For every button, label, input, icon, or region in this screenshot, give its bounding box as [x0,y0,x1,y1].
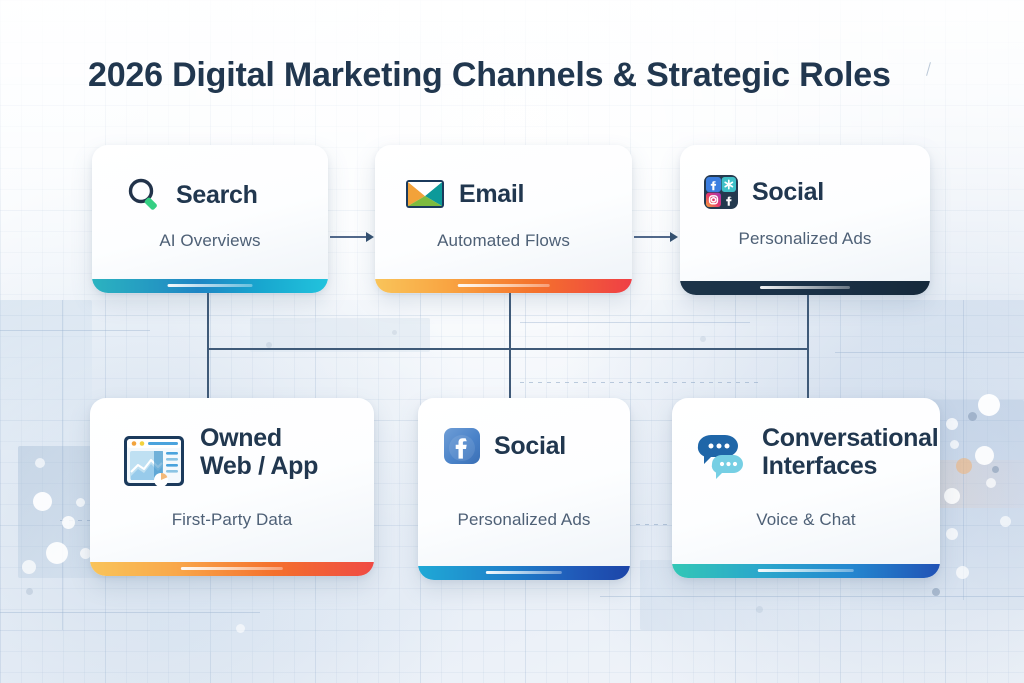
bokeh-dot [946,528,958,540]
card-social-grid-title: Social [752,178,824,206]
card-conversational-interfaces-header: Conversational Interfaces [692,424,939,484]
bokeh-dot [266,342,272,348]
card-search-accent-bar [92,279,328,293]
card-social-grid[interactable]: Social Personalized Ads [680,145,930,295]
card-social-grid-header: Social [702,173,824,211]
bokeh-dot [992,466,999,473]
bokeh-dot [978,394,1000,416]
background-panel [150,600,450,652]
bokeh-dot [946,418,958,430]
bokeh-dot [700,336,706,342]
card-conversational-interfaces-title: Conversational Interfaces [762,424,939,480]
email-to-social-connector [634,236,674,238]
card-search[interactable]: Search AI Overviews [92,145,328,293]
envelope-icon [403,175,447,213]
card-social-facebook-subtitle: Personalized Ads [457,510,591,529]
card-social-grid-accent-bar [680,281,930,295]
browser-dashboard-icon [120,430,188,492]
social-apps-grid-icon [702,173,740,211]
card-conversational-interfaces-body: Conversational Interfaces Voice & Chat [672,398,940,564]
bokeh-dot [35,458,45,468]
tree-horizontal-rail [207,348,809,350]
background-hairline [62,300,63,630]
bokeh-dot [944,488,960,504]
card-conversational-interfaces-title-line1: Conversational [762,424,939,452]
card-email-body: Email Automated Flows [375,145,632,279]
tree-drop-email [509,292,511,350]
facebook-icon [442,426,482,466]
card-owned-web-app[interactable]: Owned Web / App First-Party Data [90,398,374,576]
card-owned-web-app-title-line1: Owned [200,424,282,452]
bokeh-dot [80,548,91,559]
card-owned-web-app-accent-bar [90,562,374,576]
magnifying-glass-icon [124,175,164,215]
card-conversational-interfaces[interactable]: Conversational Interfaces Voice & Chat [672,398,940,578]
card-email-accent-bar [375,279,632,293]
card-social-facebook-accent-bar [418,566,630,580]
card-social-facebook[interactable]: Social Personalized Ads [418,398,630,580]
bokeh-dot [22,560,36,574]
card-social-facebook-title: Social [494,432,566,460]
bokeh-dot [975,446,994,465]
bokeh-dot [968,412,977,421]
background-hairline [600,596,1024,597]
background-hairline [520,322,750,323]
chat-bubbles-icon [692,428,750,484]
tree-drop-search [207,292,209,350]
card-owned-web-app-title-line2: Web / App [200,452,319,480]
card-conversational-interfaces-accent-bar [672,564,940,578]
search-to-email-arrowhead [366,232,374,242]
bokeh-dot [986,478,996,488]
background-hairline [835,352,1024,353]
card-social-grid-body: Social Personalized Ads [680,145,930,281]
card-owned-web-app-title: Owned Web / App [200,424,318,480]
card-owned-web-app-header: Owned Web / App [120,424,318,492]
bokeh-dot [932,588,940,596]
card-conversational-interfaces-subtitle: Voice & Chat [756,510,856,529]
background-dashed-line [520,382,760,383]
tree-drop-social-facebook [509,348,511,400]
background-panel [0,300,92,450]
card-conversational-interfaces-title-line2: Interfaces [762,452,878,480]
bokeh-dot [33,492,52,511]
bokeh-dot [76,498,85,507]
card-owned-web-app-body: Owned Web / App First-Party Data [90,398,374,562]
search-to-email-connector [330,236,370,238]
tree-drop-social [807,292,809,350]
background-panel [250,318,430,352]
card-search-subtitle: AI Overviews [159,231,261,250]
tree-drop-owned-web-app [207,348,209,400]
card-email-header: Email [403,175,525,213]
card-owned-web-app-subtitle: First-Party Data [171,510,293,529]
bokeh-dot [956,458,972,474]
card-search-header: Search [124,175,258,215]
card-email-title: Email [459,180,525,208]
card-email-subtitle: Automated Flows [437,231,570,250]
bokeh-dot [950,440,959,449]
tree-drop-conversational [807,348,809,400]
bokeh-dot [236,624,245,633]
background-hairline [0,330,150,331]
bokeh-dot [392,330,397,335]
card-social-facebook-header: Social [442,426,566,466]
bokeh-dot [62,516,75,529]
bokeh-dot [46,542,68,564]
background-hairline [963,300,964,600]
card-social-facebook-body: Social Personalized Ads [418,398,630,566]
page-title: 2026 Digital Marketing Channels & Strate… [88,56,891,94]
background-panel [860,300,1024,390]
bokeh-dot [756,606,763,613]
email-to-social-arrowhead [670,232,678,242]
card-social-grid-subtitle: Personalized Ads [738,229,872,248]
card-email[interactable]: Email Automated Flows [375,145,632,293]
bokeh-dot [26,588,33,595]
card-search-body: Search AI Overviews [92,145,328,279]
background-hairline [0,612,260,613]
bokeh-dot [1000,516,1011,527]
card-search-title: Search [176,181,258,209]
bokeh-dot [956,566,969,579]
